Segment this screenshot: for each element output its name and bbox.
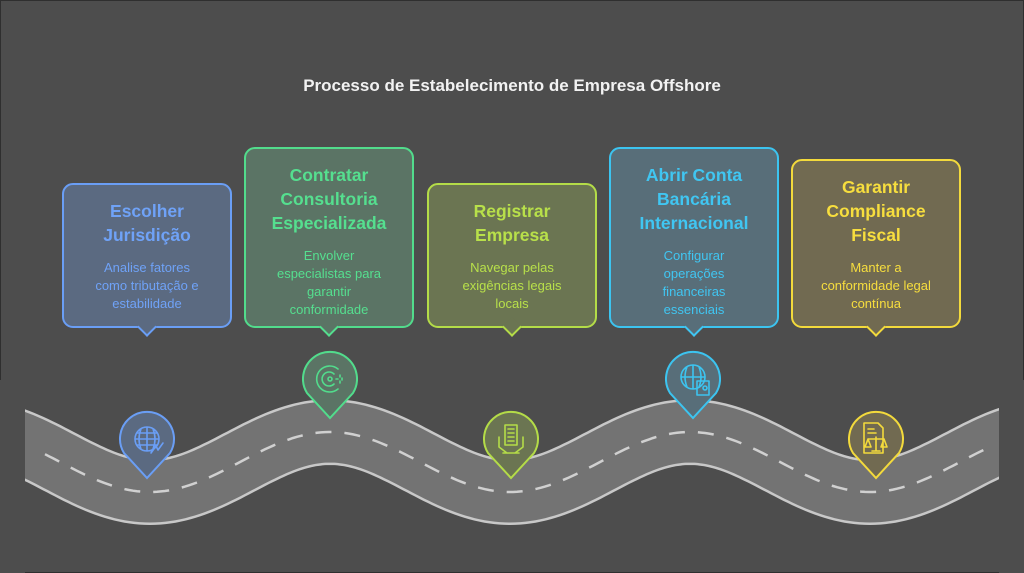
step-card-registrar-empresa: Registrar Empresa Navegar pelas exigênci… xyxy=(427,183,597,337)
map-pin-step-2 xyxy=(302,350,358,420)
map-pin-step-3 xyxy=(483,410,539,480)
step-card-contratar-consultoria: Contratar Consultoria Especializada Envo… xyxy=(244,147,414,337)
consulting-icon xyxy=(315,365,343,393)
pin-marker xyxy=(302,350,358,420)
step-card-escolher-jurisdicao: Escolher Jurisdição Analise fatores como… xyxy=(62,183,232,337)
step-card-abrir-conta: Abrir Conta Bancária Internacional Confi… xyxy=(609,147,779,337)
diagram-title: Processo de Estabelecimento de Empresa O… xyxy=(303,76,721,95)
map-pin-step-1 xyxy=(119,410,175,480)
step-description: Analise fatores como tributação e estabi… xyxy=(95,260,199,311)
globe-growth-icon xyxy=(134,426,164,454)
document-scales-icon xyxy=(863,422,888,454)
map-pin-step-5 xyxy=(848,410,904,480)
step-title: Escolher Jurisdição xyxy=(103,201,191,245)
step-description: Manter a conformidade legal contínua xyxy=(821,260,931,311)
step-title: Registrar Empresa xyxy=(473,201,551,245)
map-pin-step-4 xyxy=(665,350,721,420)
step-description: Configurar operações financeiras essenci… xyxy=(662,248,726,317)
step-title: Abrir Conta Bancária Internacional xyxy=(639,165,749,233)
step-card-garantir-compliance: Garantir Compliance Fiscal Manter a conf… xyxy=(791,159,961,337)
road-center-dashes xyxy=(44,430,986,494)
step-title: Garantir Compliance Fiscal xyxy=(826,177,926,245)
document-hands-icon xyxy=(498,424,524,454)
globe-wallet-icon xyxy=(680,364,710,396)
step-description: Navegar pelas exigências legais locais xyxy=(462,260,562,311)
step-description: Envolver especialistas para garantir con… xyxy=(276,248,382,317)
step-title: Contratar Consultoria Especializada xyxy=(271,165,387,233)
